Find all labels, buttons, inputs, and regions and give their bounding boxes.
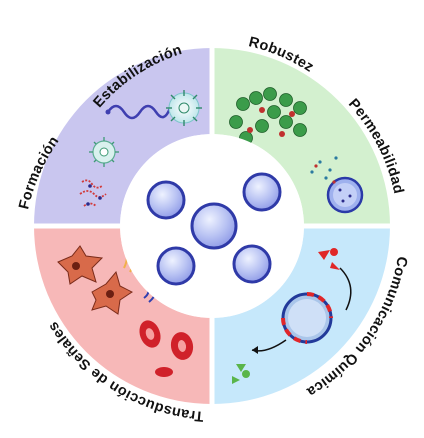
red-triangles-icon [318, 248, 340, 270]
cell-icon [57, 245, 133, 315]
porous-vesicle-icon [310, 156, 364, 214]
green-triangles-icon [232, 364, 250, 384]
arrow-icon [339, 267, 352, 311]
wavy-polymer-icon [105, 104, 172, 120]
polymer-chain-icon [79, 179, 107, 207]
green-particles-icon [229, 87, 307, 145]
red-blood-cell-icon [139, 320, 194, 377]
micelle-icon [166, 90, 202, 126]
central-vesicles-icon [120, 134, 304, 318]
assembly-cluster-icon [89, 137, 119, 167]
vesicle-channel-icon [281, 292, 333, 344]
